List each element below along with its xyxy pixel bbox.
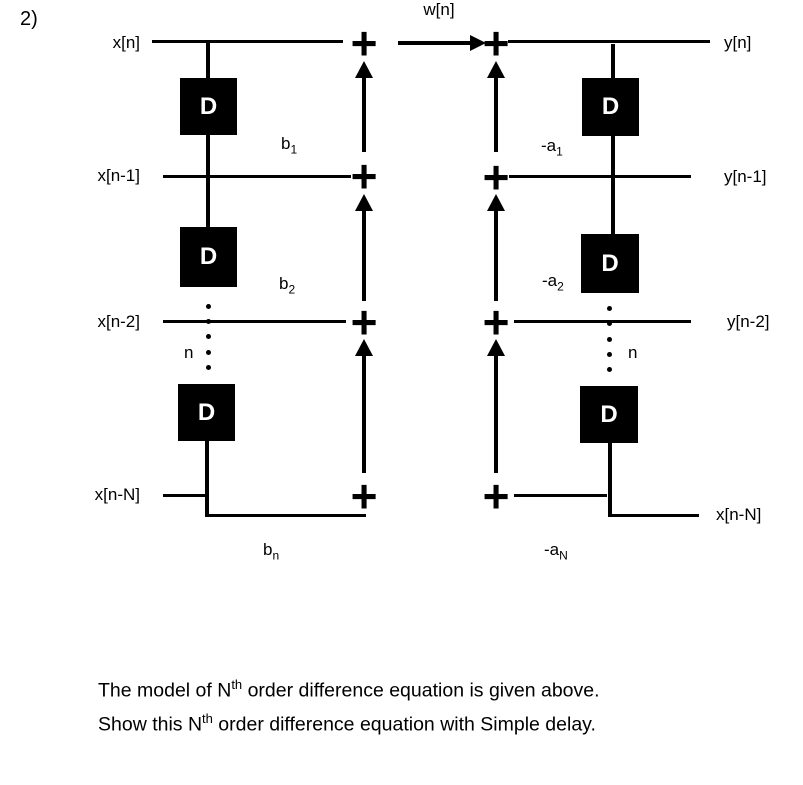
arrow-shaft-w (398, 41, 474, 45)
signal-label-x-n: x[n] (112, 33, 140, 52)
caption-line-2: Show this Nth order difference equation … (98, 710, 596, 736)
wire-aN-bus (608, 514, 699, 517)
coeff-b1: b1 (281, 134, 298, 157)
wire-y1 (509, 175, 691, 178)
delay-box-right-1: D (582, 78, 639, 136)
arrow-shaft-right-01 (494, 76, 498, 152)
adder-right-1: + (482, 151, 510, 203)
delay-box-right-3: D (580, 386, 638, 443)
coeff-a2: -a2 (542, 271, 564, 294)
arrow-up-icon (355, 339, 373, 356)
w-n-label: w[n] (423, 0, 455, 19)
wire-y2 (514, 320, 691, 323)
ellipsis-dot (607, 352, 612, 357)
wire-bn-bus (205, 514, 366, 517)
wire-x2 (163, 320, 346, 323)
wire-delay-right-3-out (608, 443, 612, 516)
ellipsis-dot (607, 337, 612, 342)
adder-right-2: + (482, 296, 510, 348)
wire-y3-stub (514, 494, 607, 497)
signal-label-x-n-N-right: x[n-N] (716, 505, 762, 524)
ellipsis-dot (206, 350, 211, 355)
arrow-shaft-right-12 (494, 209, 498, 301)
ellipsis-dot (206, 334, 211, 339)
signal-label-y-n-1: y[n-1] (724, 167, 767, 186)
wire-x3-stub (163, 494, 209, 497)
arrow-shaft-left-12 (362, 209, 366, 301)
ellipsis-dot (607, 306, 612, 311)
wire-x0-tap (206, 41, 210, 78)
delay-label: D (601, 93, 620, 120)
wire-delay-left-1-out (206, 135, 210, 227)
wire-x0 (152, 40, 343, 43)
arrow-up-icon (355, 61, 373, 78)
arrow-up-icon (487, 61, 505, 78)
delay-box-right-2: D (581, 234, 639, 293)
wire-delay-left-3-out (205, 441, 209, 517)
arrow-shaft-left-01 (362, 76, 366, 152)
arrow-right-icon (470, 35, 486, 51)
caption-line-1: The model of Nth order difference equati… (98, 677, 600, 702)
signal-label-x-n-N-left: x[n-N] (94, 485, 140, 504)
adder-left-0: + (350, 17, 378, 69)
adder-right-3: + (482, 470, 510, 522)
coeff-aN: -aN (544, 540, 568, 563)
signal-label-y-n-2: y[n-2] (727, 312, 770, 331)
arrow-up-icon (487, 194, 505, 211)
delay-label: D (199, 243, 218, 270)
coeff-b2: b2 (279, 274, 296, 297)
delay-box-left-3: D (178, 384, 235, 441)
delay-label: D (600, 400, 618, 428)
ellipsis-dot (206, 304, 211, 309)
arrow-shaft-right-23 (494, 354, 498, 473)
adder-right-0: + (482, 17, 510, 69)
adder-left-1: + (350, 150, 378, 202)
delay-label: D (601, 249, 619, 277)
delay-box-left-1: D (180, 78, 237, 135)
coeff-bn: bn (263, 540, 280, 563)
wire-y0 (508, 40, 710, 43)
ellipsis-n-label-right: n (628, 343, 638, 362)
ellipsis-n-label-left: n (184, 343, 194, 362)
delay-label: D (197, 398, 216, 426)
adder-left-2: + (350, 296, 378, 348)
arrow-up-icon (487, 339, 505, 356)
signal-label-x-n-2: x[n-2] (97, 312, 140, 331)
arrow-shaft-left-23 (362, 354, 366, 473)
coeff-a1: -a1 (541, 136, 563, 159)
ellipsis-dot (607, 321, 612, 326)
problem-number: 2) (20, 8, 38, 30)
signal-label-x-n-1: x[n-1] (97, 166, 140, 185)
wire-delay-right-1-out (611, 136, 615, 234)
wire-y0-tap (611, 44, 615, 78)
wire-x1 (163, 175, 351, 178)
signal-label-y-n: y[n] (724, 33, 752, 52)
ellipsis-dot (607, 367, 612, 372)
delay-label: D (199, 92, 218, 120)
caption-text: The model of Nth order difference equati… (98, 671, 738, 738)
arrow-up-icon (355, 194, 373, 211)
adder-left-3: + (350, 470, 378, 522)
ellipsis-dot (206, 365, 211, 370)
delay-box-left-2: D (180, 227, 237, 287)
